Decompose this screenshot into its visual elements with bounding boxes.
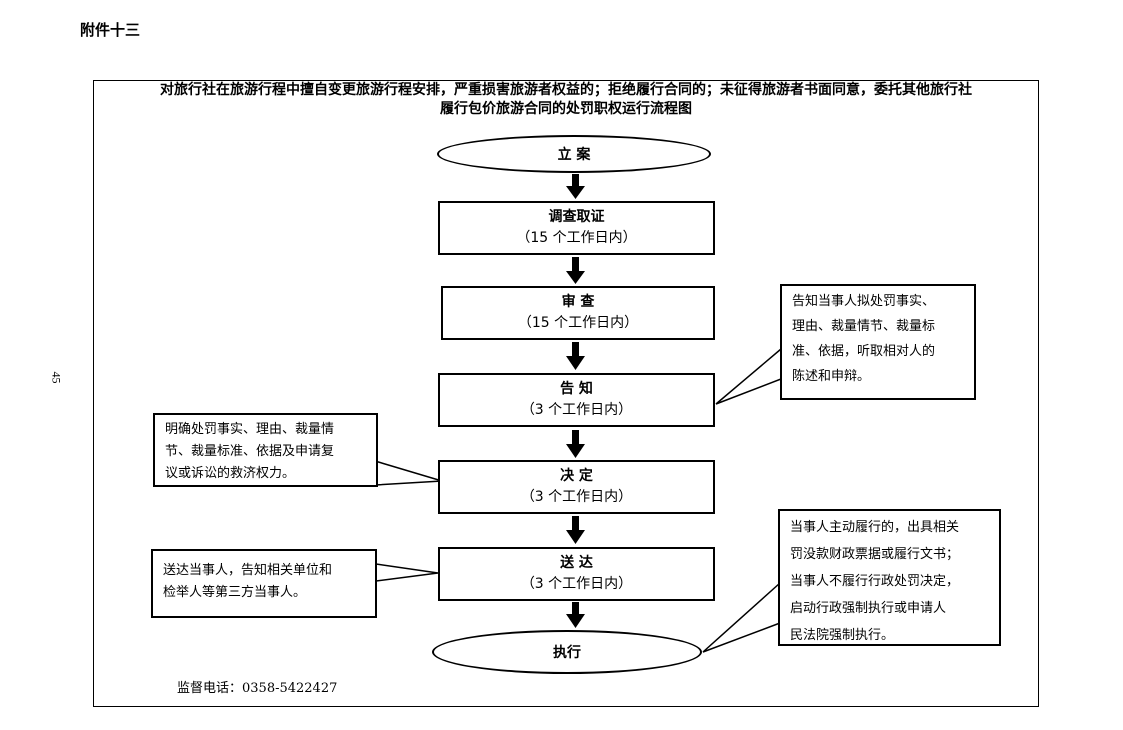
- step-time: （3 个工作日内）: [520, 576, 633, 592]
- down-arrow: [566, 516, 585, 544]
- note-line: 陈述和申辩。: [792, 369, 871, 384]
- step-time: （3 个工作日内）: [520, 489, 633, 505]
- note-line: 检举人等第三方当事人。: [163, 585, 307, 600]
- flowchart-title: 对旅行社在旅游行程中擅自变更旅游行程安排，严重损害旅游者权益的；拒绝履行合同的；…: [95, 81, 1037, 119]
- callout-pointer-deliver: [375, 563, 439, 582]
- down-arrow: [566, 257, 585, 284]
- attachment-label: 附件十三: [80, 21, 141, 39]
- step-review: 审 查 （15 个工作日内）: [441, 286, 715, 340]
- step-label: 调查取证: [548, 209, 605, 225]
- note-deliver: 送达当事人，告知相关单位和 检举人等第三方当事人。: [151, 549, 377, 618]
- note-notify: 告知当事人拟处罚事实、 理由、裁量情节、裁量标 准、依据，听取相对人的 陈述和申…: [780, 284, 976, 400]
- step-label: 决 定: [560, 468, 593, 484]
- down-arrow: [566, 342, 585, 370]
- step-time: （15 个工作日内）: [516, 230, 637, 246]
- note-line: 明确处罚事实、理由、裁量情: [165, 422, 335, 437]
- callout-pointer-notify: [715, 348, 782, 405]
- step-label: 告 知: [560, 381, 593, 397]
- step-deliver: 送 达 （3 个工作日内）: [438, 547, 715, 601]
- title-line-1: 对旅行社在旅游行程中擅自变更旅游行程安排，严重损害旅游者权益的；拒绝履行合同的；…: [160, 82, 972, 98]
- note-line: 议或诉讼的救济权力。: [165, 466, 296, 481]
- step-time: （15 个工作日内）: [517, 315, 639, 331]
- supervision-phone: 监督电话：0358-5422427: [177, 681, 338, 696]
- note-decide: 明确处罚事实、理由、裁量情 节、裁量标准、依据及申请复 议或诉讼的救济权力。: [153, 413, 378, 487]
- step-investigate: 调查取证 （15 个工作日内）: [438, 201, 715, 255]
- step-label: 审 查: [561, 294, 595, 310]
- step-label: 送 达: [560, 555, 593, 571]
- note-line: 送达当事人，告知相关单位和: [163, 563, 333, 578]
- step-decide: 决 定 （3 个工作日内）: [438, 460, 715, 514]
- note-execute: 当事人主动履行的，出具相关 罚没款财政票据或履行文书； 当事人不履行行政处罚决定…: [778, 509, 1001, 646]
- note-line: 理由、裁量情节、裁量标: [792, 319, 936, 334]
- execute-oval: 执行: [432, 630, 702, 674]
- note-line: 节、裁量标准、依据及申请复: [165, 444, 335, 459]
- step-time: （3 个工作日内）: [520, 402, 633, 418]
- callout-pointer-decide: [374, 460, 443, 486]
- note-line: 罚没款财政票据或履行文书；: [790, 547, 960, 562]
- step-notify: 告 知 （3 个工作日内）: [438, 373, 715, 427]
- flowchart-frame: [93, 80, 1039, 707]
- down-arrow: [566, 602, 585, 628]
- start-oval: 立 案: [437, 135, 711, 173]
- note-line: 民法院强制执行。: [790, 628, 895, 643]
- callout-pointer-execute: [702, 582, 781, 653]
- note-line: 启动行政强制执行或申请人: [790, 601, 947, 616]
- title-line-2: 履行包价旅游合同的处罚职权运行流程图: [440, 101, 692, 117]
- note-line: 当事人不履行行政处罚决定，: [790, 574, 960, 589]
- note-line: 当事人主动履行的，出具相关: [790, 520, 960, 535]
- note-line: 告知当事人拟处罚事实、: [792, 294, 936, 309]
- down-arrow: [566, 174, 585, 199]
- note-line: 准、依据，听取相对人的: [792, 344, 936, 359]
- down-arrow: [566, 430, 585, 458]
